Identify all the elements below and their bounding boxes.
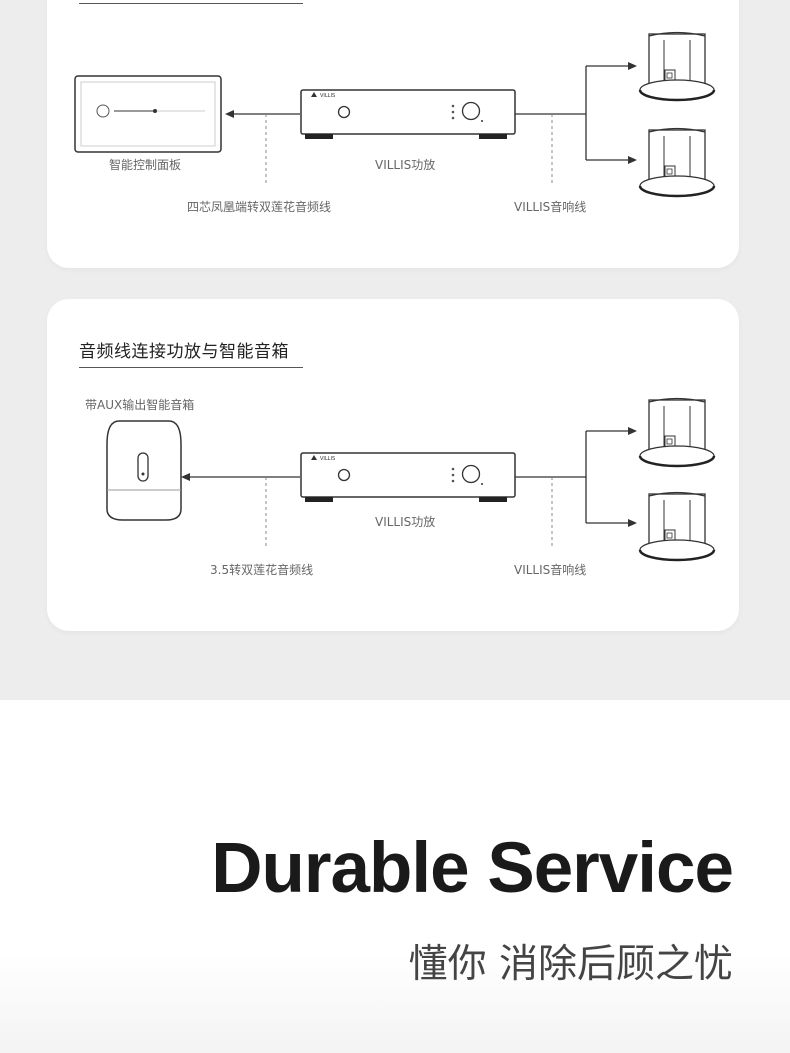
headline: Durable Service: [211, 829, 734, 908]
diagram-title: 音频线连接功放与智能音箱: [79, 342, 289, 362]
diagram-card-smart-speaker: 音频线连接功放与智能音箱 VILLIS: [47, 299, 739, 631]
signal-arrow-left: [181, 473, 300, 481]
control-panel-icon: [74, 75, 222, 153]
ceiling-speaker-icon: [638, 31, 716, 102]
speaker-wiring: [515, 427, 637, 527]
diagram-card-panel: VILLIS: [47, 0, 739, 268]
amp-label: VILLIS功放: [375, 158, 436, 172]
smart-speaker-connection-diagram: VILLIS: [106, 397, 716, 562]
title-underline: [79, 3, 303, 4]
ceiling-speaker-icon: [638, 491, 716, 562]
amp-brand: VILLIS: [320, 93, 335, 99]
control-panel-label: 智能控制面板: [109, 158, 182, 172]
amp-label: VILLIS功放: [375, 515, 436, 529]
ceiling-speaker-icon: [638, 127, 716, 198]
panel-connection-diagram: VILLIS: [74, 31, 716, 198]
amp-brand: VILLIS: [320, 456, 335, 462]
cable-left-label: 四芯凤凰端转双莲花音频线: [187, 200, 332, 214]
smart-speaker-label: 带AUX输出智能音箱: [85, 398, 195, 412]
cable-right-label: VILLIS音响线: [514, 563, 587, 577]
signal-arrow-left: [225, 110, 300, 118]
smart-speaker-icon: [106, 420, 182, 521]
speaker-wiring: [515, 62, 637, 164]
title-underline: [79, 367, 303, 368]
cable-left-label: 3.5转双莲花音频线: [210, 563, 314, 577]
amplifier-icon: VILLIS: [300, 452, 516, 502]
amplifier-icon: VILLIS: [300, 89, 516, 139]
ceiling-speaker-icon: [638, 397, 716, 468]
subheadline: 懂你 消除后顾之忧: [408, 942, 733, 987]
service-banner: Durable Service 懂你 消除后顾之忧: [0, 700, 790, 1053]
cable-right-label: VILLIS音响线: [514, 200, 587, 214]
